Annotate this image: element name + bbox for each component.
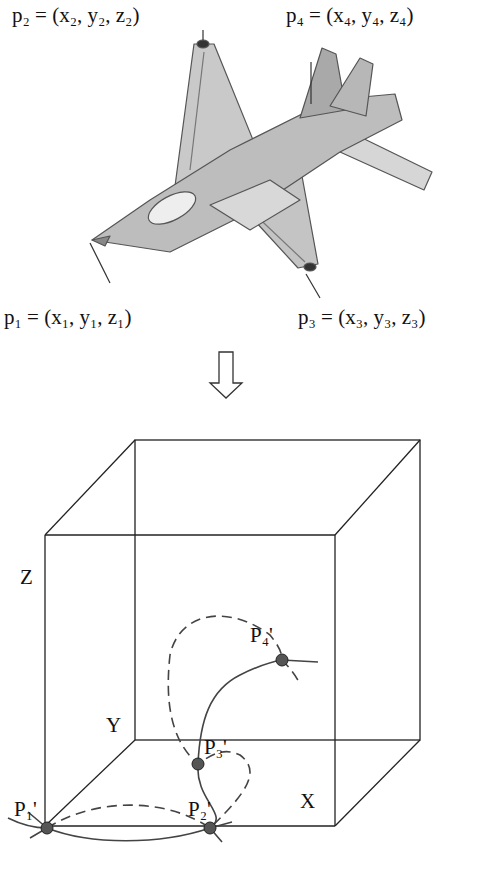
point-label: p₃ = (x₃, y₃, z₃) bbox=[298, 306, 425, 329]
point-label: p₂ = (x₂, y₂, z₂) bbox=[12, 4, 139, 27]
axis-label: Y bbox=[106, 714, 121, 737]
point-label: P₄' bbox=[250, 624, 273, 647]
point-label: p₄ = (x₄, y₄, z₄) bbox=[286, 4, 413, 27]
trajectory-points bbox=[41, 654, 288, 834]
down-arrow bbox=[210, 352, 242, 398]
point-label: P₂' bbox=[188, 798, 211, 821]
leader-lines bbox=[90, 30, 320, 298]
point-label: p₁ = (x₁, y₁, z₁) bbox=[4, 306, 131, 329]
point-label: P₃' bbox=[204, 736, 227, 759]
trajectories bbox=[8, 616, 318, 842]
axis-label: Z bbox=[20, 566, 33, 589]
axis-label: X bbox=[300, 790, 315, 813]
cube bbox=[45, 440, 420, 826]
point-label: P₁' bbox=[14, 798, 37, 821]
jet-illustration bbox=[92, 40, 432, 271]
